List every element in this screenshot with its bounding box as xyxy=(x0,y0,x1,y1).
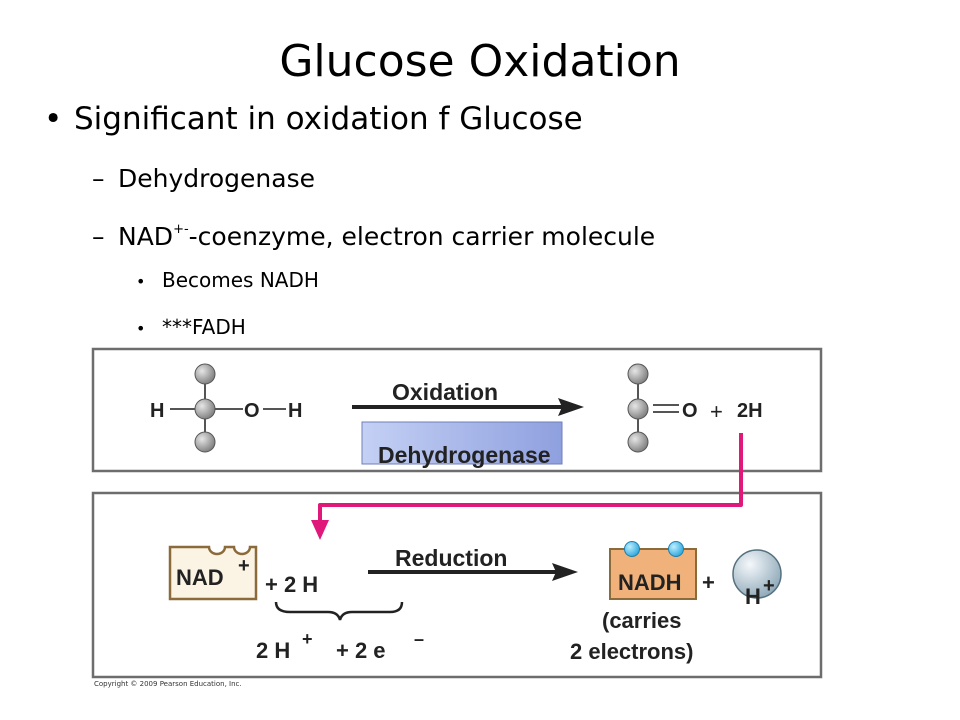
nad-charge: + xyxy=(238,555,250,577)
carbonyl-oxygen-label: O xyxy=(682,400,698,422)
nadh-label: NADH xyxy=(618,570,682,595)
alcohol-molecule: H O H xyxy=(150,363,302,453)
dehydrogenase-enzyme-box xyxy=(361,421,563,465)
hydrogen-transfer-arrow xyxy=(318,433,743,524)
carries-label-line1: (carries xyxy=(602,608,682,633)
sub-bullet-text: Dehydrogenase xyxy=(118,164,315,193)
bullet-dash: – xyxy=(92,164,105,193)
carbonyl-molecule: O + 2H xyxy=(627,363,763,453)
proton-charge: + xyxy=(302,629,313,649)
plus-two-electrons-label: + 2 e xyxy=(336,638,386,663)
bullet-main: • Significant in oxidation f Glucose xyxy=(44,98,583,140)
two-hydrogen-label: 2H xyxy=(737,400,763,422)
sub-bullet-nad: –NAD+--coenzyme, electron carrier molecu… xyxy=(92,213,655,254)
atom xyxy=(194,398,216,420)
oxygen-label: O xyxy=(244,400,260,422)
electron-charge: – xyxy=(414,629,424,649)
reduction-arrowhead xyxy=(552,563,578,581)
bullet-dot: • xyxy=(136,272,146,291)
sub-bullet-nad-sup: +- xyxy=(173,222,189,237)
nadh-box xyxy=(609,548,697,600)
hydrogen-label-right: H xyxy=(288,400,302,422)
bullet-dot: • xyxy=(136,319,146,338)
plus-sign: + xyxy=(710,399,723,424)
two-h-plus-label: 2 H xyxy=(256,638,290,663)
brace xyxy=(274,601,404,621)
plus-two-h-label: + 2 H xyxy=(265,572,318,597)
reduction-label: Reduction xyxy=(395,545,507,571)
atom xyxy=(194,431,216,453)
nadh-plus-sign: + xyxy=(702,570,715,595)
sub-sub-bullet-fadh: • ***FADH xyxy=(136,313,246,343)
nad-label: NAD xyxy=(176,565,224,590)
bullet-main-text: Significant in oxidation f Glucose xyxy=(74,101,583,137)
atom xyxy=(627,363,649,385)
dehydrogenase-label: Dehydrogenase xyxy=(378,442,551,468)
atom xyxy=(627,398,649,420)
bullet-dash: – xyxy=(92,222,105,251)
hydrogen-label-left: H xyxy=(150,400,164,422)
bullet-dot: • xyxy=(44,101,63,137)
nad-coenzyme-box xyxy=(168,545,258,601)
electron-dot xyxy=(668,541,684,557)
copyright-notice: Copyright © 2009 Pearson Education, Inc. xyxy=(94,680,242,688)
hydrogen-transfer-arrowhead xyxy=(311,520,329,540)
atom xyxy=(627,431,649,453)
slide-title: Glucose Oxidation xyxy=(279,36,681,87)
oxidation-arrowhead xyxy=(558,398,584,416)
sub-bullet-nad-suffix: -coenzyme, electron carrier molecule xyxy=(188,222,656,251)
sub-sub-bullet-text: ***FADH xyxy=(162,315,246,339)
proton-label-charge: + xyxy=(763,575,775,597)
carries-label-line2: 2 electrons) xyxy=(570,639,694,664)
oxidation-label: Oxidation xyxy=(392,379,498,405)
proton-sphere xyxy=(732,549,782,599)
sub-sub-bullet-nadh: • Becomes NADH xyxy=(136,266,319,296)
electron-dot xyxy=(624,541,640,557)
sub-bullet-dehydrogenase: –Dehydrogenase xyxy=(92,162,315,196)
sub-sub-bullet-text: Becomes NADH xyxy=(162,268,319,292)
sub-bullet-nad-prefix: NAD xyxy=(118,222,174,251)
atom xyxy=(194,363,216,385)
proton-label: H xyxy=(745,584,761,609)
